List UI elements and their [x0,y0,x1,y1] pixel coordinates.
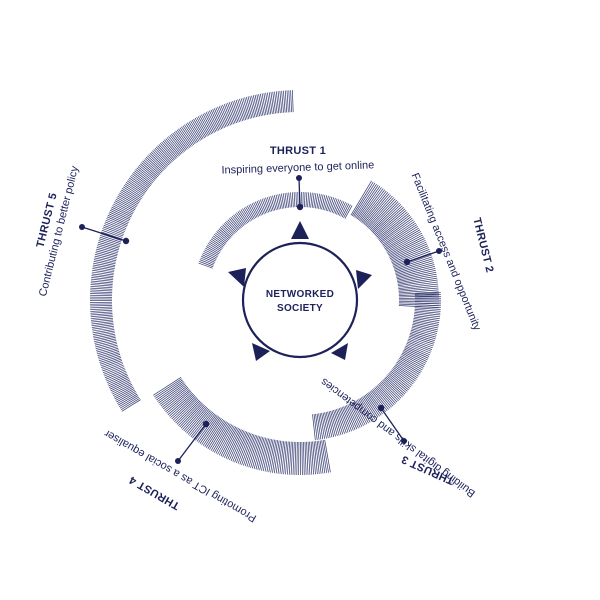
triangle-arrow-thrust1 [291,221,309,239]
thrust-3-description: Building digital skills and competencies [318,375,477,499]
pointer-thrust1 [296,175,304,211]
pointer-thrust2 [403,248,442,266]
thrust-2-description: Facilitating access and opportunity [409,171,484,332]
triangle-arrow-thrust2 [356,270,372,289]
pointer-thrust5 [79,224,130,245]
triangle-arrow-thrust5 [228,268,246,287]
center-circle [241,241,359,359]
triangle-arrow-thrust3 [331,343,348,360]
thrust-2-title: THRUST 2 [470,217,495,274]
pointer-thrust4 [175,420,210,464]
thrust-4-description: Promoting ICT as a social equaliser [102,427,258,524]
pointer-thrust3 [377,404,407,444]
arc-thrust-4 [153,377,331,476]
triangle-arrow-thrust4 [252,343,270,361]
arc-thrust-1 [198,191,353,269]
center-label-line2: SOCIETY [277,303,323,314]
arc-thrust-3 [312,292,442,441]
arc-thrust-2 [350,180,440,309]
thrust-1-description: Inspiring everyone to get online [221,159,374,176]
thrust-ring-arcs [89,90,442,476]
thrust-1-title: THRUST 1 [270,145,326,157]
center-label-line1: NETWORKED [266,289,334,300]
arc-thrust-5 [89,90,294,412]
